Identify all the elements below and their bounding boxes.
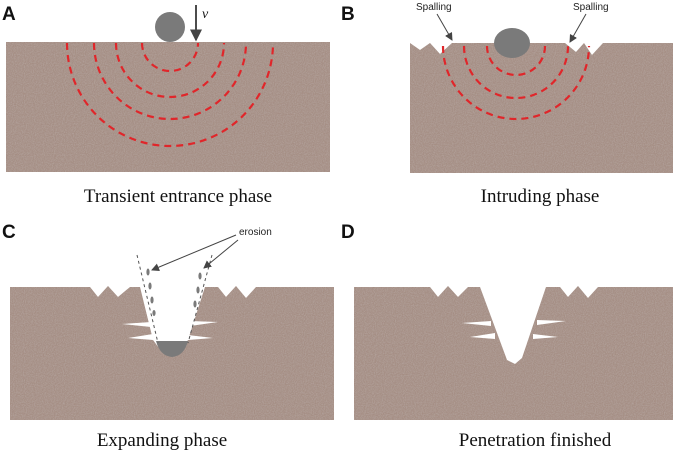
stress-wave-4	[65, 42, 275, 148]
spalling-arrow-left	[436, 13, 453, 41]
erosion-debris	[146, 268, 202, 316]
erosion-label: erosion	[239, 227, 272, 238]
erosion-arrow-left	[151, 234, 237, 271]
crack	[462, 321, 491, 326]
crack	[188, 335, 213, 340]
projectile-b	[494, 28, 530, 58]
cracks-c	[122, 321, 218, 340]
stress-wave-3	[441, 45, 591, 121]
target-block-d	[354, 286, 673, 420]
caption-d: Penetration finished	[459, 430, 612, 451]
spalling-label-left: Spalling	[416, 2, 452, 13]
crack	[470, 333, 495, 339]
caption-b: Intruding phase	[481, 186, 600, 207]
panel-a: A v Transient entrance phase	[2, 4, 330, 207]
panel-c: C erosion Expanding phase	[2, 222, 334, 451]
target-block-b	[410, 43, 673, 173]
panel-b: B Spalling Spalling Intruding phase	[341, 2, 673, 207]
cracks-d	[462, 320, 566, 339]
crack	[533, 334, 558, 339]
stress-wave-1	[140, 42, 200, 73]
caption-a: Transient entrance phase	[84, 186, 272, 207]
stress-wave-2	[114, 42, 226, 99]
panel-label-b: B	[341, 4, 355, 25]
projectile-a	[155, 12, 185, 42]
panel-label-c: C	[2, 222, 16, 243]
crack	[128, 334, 153, 340]
target-block-a	[6, 42, 330, 172]
spalling-arrow-right	[569, 13, 587, 43]
eroded-projectile	[156, 341, 188, 357]
stress-waves-b	[441, 45, 591, 121]
panel-label-a: A	[2, 4, 16, 25]
stress-wave-1	[485, 45, 547, 77]
velocity-label: v	[202, 7, 209, 22]
crack	[122, 322, 151, 327]
panel-label-d: D	[341, 222, 355, 243]
erosion-arrow-right	[203, 239, 239, 269]
spalling-label-right: Spalling	[573, 2, 609, 13]
crack	[190, 321, 218, 326]
caption-c: Expanding phase	[97, 430, 227, 451]
panel-d: D Penetration finished	[341, 222, 673, 451]
crack	[537, 320, 566, 325]
stress-waves-a	[65, 42, 275, 148]
